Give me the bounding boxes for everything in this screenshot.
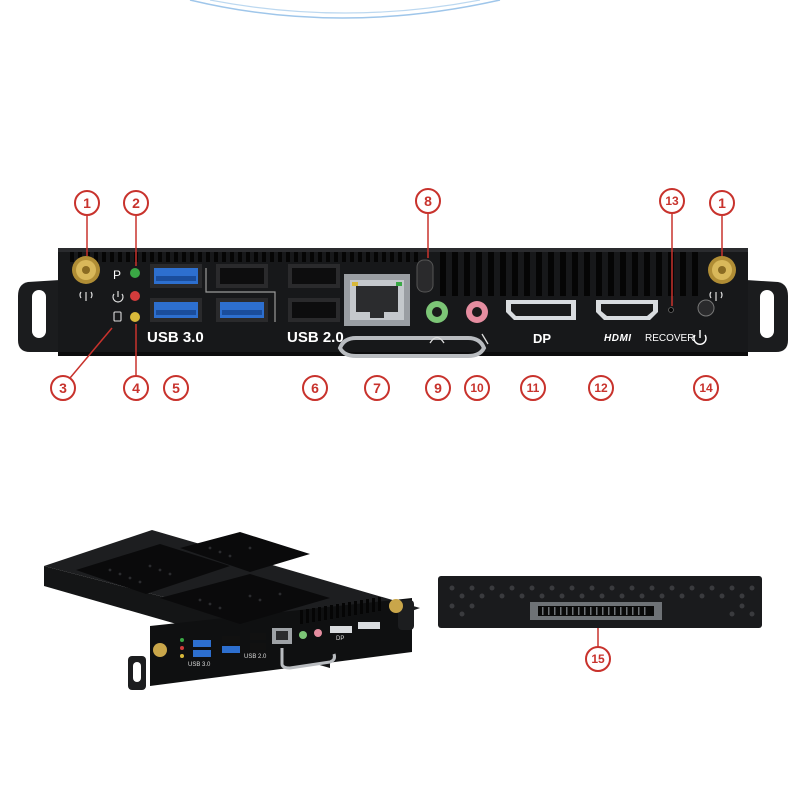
right-vent-fins bbox=[440, 252, 698, 296]
callout-6: 6 bbox=[302, 375, 328, 401]
recover-pinhole bbox=[668, 307, 674, 313]
decorative-arcs bbox=[189, 0, 501, 19]
callout-3: 3 bbox=[50, 375, 76, 401]
usb30-port-bottom bbox=[150, 298, 202, 322]
hdmi-label: HDMI bbox=[604, 333, 632, 344]
callout-13: 13 bbox=[659, 188, 685, 214]
recover-label: RECOVER bbox=[645, 333, 695, 344]
callout-2: 2 bbox=[123, 190, 149, 216]
microphone-icon bbox=[481, 333, 489, 345]
callout-4: 4 bbox=[123, 375, 149, 401]
usb-port-black-top bbox=[216, 264, 268, 288]
front-panel bbox=[18, 248, 788, 358]
iso-dp-label: DP bbox=[336, 636, 345, 642]
audio-jack-pink bbox=[466, 301, 488, 323]
power-button-icon bbox=[693, 330, 707, 345]
callout-10: 10 bbox=[464, 375, 490, 401]
callout-9: 9 bbox=[425, 375, 451, 401]
callout-11: 11 bbox=[520, 375, 546, 401]
usb20-label: USB 2.0 bbox=[287, 329, 344, 346]
iso-usb30-label: USB 3.0 bbox=[188, 662, 211, 668]
power-button bbox=[697, 299, 715, 317]
audio-jack-green bbox=[426, 301, 448, 323]
power-icon bbox=[112, 291, 124, 303]
callout-7: 7 bbox=[364, 375, 390, 401]
callout-leaders bbox=[69, 212, 723, 648]
antenna-icon bbox=[79, 291, 723, 301]
callout-14: 14 bbox=[693, 375, 719, 401]
usb30-port-top bbox=[150, 264, 202, 288]
left-antenna-connector bbox=[72, 256, 100, 284]
led-green bbox=[130, 268, 140, 278]
dp-label: DP bbox=[533, 331, 552, 346]
iso-usb20-label: USB 2.0 bbox=[244, 654, 267, 660]
callout-5: 5 bbox=[163, 375, 189, 401]
callout-1-left: 1 bbox=[74, 190, 100, 216]
callout-8: 8 bbox=[415, 188, 441, 214]
usb20-port-bottom bbox=[288, 298, 340, 322]
led-yellow bbox=[130, 312, 140, 322]
usb30-label: USB 3.0 bbox=[147, 329, 204, 346]
right-antenna-connector bbox=[708, 256, 736, 284]
displayport bbox=[506, 300, 576, 320]
usb20-port-top bbox=[288, 264, 340, 288]
p-label: P bbox=[113, 268, 122, 282]
hdd-icon bbox=[113, 311, 122, 322]
rj45-port bbox=[344, 274, 410, 326]
usb30-port-blue-mid bbox=[216, 298, 268, 322]
callout-12: 12 bbox=[588, 375, 614, 401]
hdmi-port bbox=[596, 300, 658, 320]
handle bbox=[337, 336, 487, 358]
security-slot bbox=[416, 259, 434, 293]
led-red bbox=[130, 291, 140, 301]
callout-1-right: 1 bbox=[709, 190, 735, 216]
headphone-icon bbox=[429, 336, 445, 344]
callout-15: 15 bbox=[585, 646, 611, 672]
